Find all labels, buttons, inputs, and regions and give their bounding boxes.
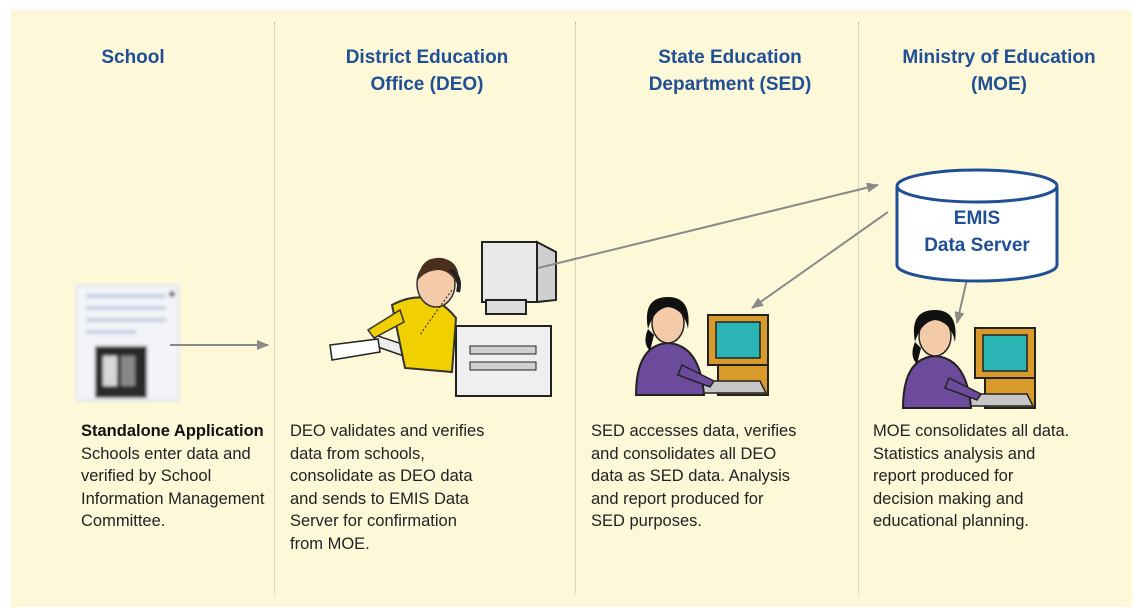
column-description-school: Standalone Application Schools enter dat… [81,420,331,533]
column-divider [858,22,859,594]
column-divider [274,22,275,594]
office-worker-on-phone-icon [329,240,557,397]
user-at-computer-icon [634,297,769,396]
diagram-panel [11,10,1132,607]
database-cylinder-icon: EMIS Data Server [895,168,1059,283]
column-title-school: School [101,47,165,68]
arrow-server-to-moe [954,278,968,324]
column-divider [575,22,576,594]
user-at-computer-icon [901,310,1036,409]
school-application-icon [75,284,180,402]
arrow-deo-to-server [537,182,879,269]
server-label-line1: EMIS [954,208,1000,229]
column-description-deo: DEO validates and verifies data from sch… [290,422,485,553]
arrow-server-to-sed [751,211,889,309]
description-heading: Standalone Application [81,422,264,440]
column-description-sed: SED accesses data, verifies and consolid… [591,422,797,530]
column-title-moe: Ministry of Education(MOE) [902,47,1096,95]
column-description-moe: MOE consolidates all data. Statistics an… [873,422,1070,530]
server-label-line2: Data Server [924,235,1030,256]
